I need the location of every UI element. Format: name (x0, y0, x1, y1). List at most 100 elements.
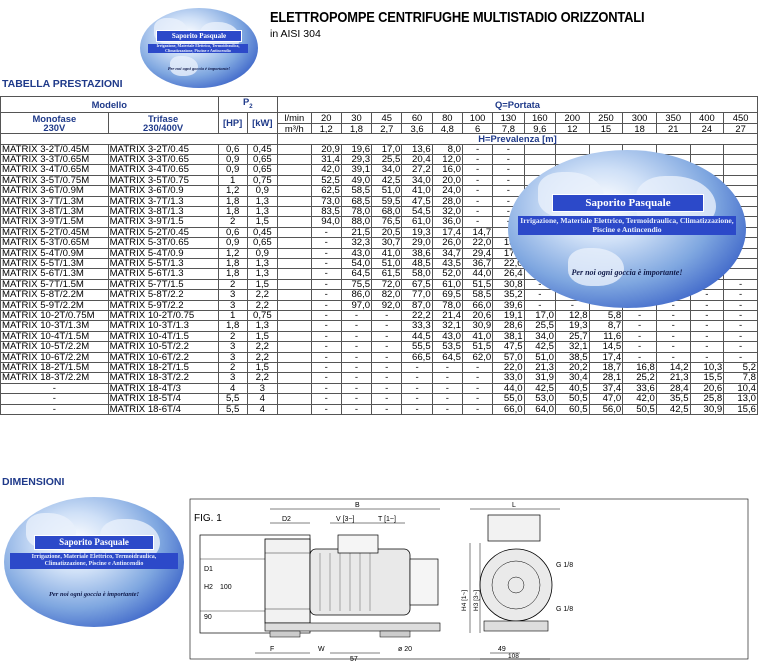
head-value: - (340, 362, 373, 374)
model-trifase: MATRIX 10-5T/2.2 (107, 341, 219, 353)
head-value: 32,0 (431, 205, 463, 218)
power-kw: 1,3 (246, 268, 278, 280)
flow-m3h: 12 (554, 122, 590, 135)
flow-lmin-250: 250 (588, 112, 624, 124)
head-value: 44,5 (401, 330, 433, 343)
power-hp: 2 (217, 278, 248, 291)
head-value: - (371, 309, 403, 322)
spacer-cell (276, 268, 312, 280)
head-value: - (689, 341, 725, 353)
model-trifase: MATRIX 18-4T/3 (107, 382, 219, 395)
head-value: 51,5 (461, 278, 494, 291)
model-monofase: MATRIX 3-3T/0.65M (0, 153, 109, 166)
head-value: 29,4 (461, 247, 494, 259)
head-value: 39,1 (340, 164, 373, 176)
head-value: - (689, 351, 725, 364)
head-value: - (340, 320, 373, 332)
head-value: 8,7 (588, 320, 624, 332)
model-trifase: MATRIX 3-7T/1.3 (107, 195, 219, 207)
label-57: 57 (350, 656, 358, 663)
head-value: - (431, 362, 463, 374)
head-value: - (523, 289, 556, 301)
head-value: 51,5 (461, 341, 494, 353)
head-value: - (340, 393, 373, 405)
head-value: 57,0 (492, 351, 525, 364)
head-value: - (622, 351, 657, 364)
head-value: - (340, 330, 373, 343)
label-t: T [1~] (378, 516, 396, 523)
head-value: - (492, 174, 525, 187)
head-value: 35,5 (655, 393, 691, 405)
head-value: 94,0 (310, 216, 342, 228)
head-value: 34,0 (523, 330, 556, 343)
model-trifase: MATRIX 3-6T/0.9 (107, 185, 219, 197)
flow-m3h: 24 (689, 122, 725, 135)
head-value: 38,5 (554, 351, 590, 364)
head-value: 20,0 (431, 174, 463, 187)
head-value: 30,9 (689, 403, 725, 416)
head-value: 30,4 (554, 372, 590, 384)
head-value: 36,7 (461, 257, 494, 270)
flow-lmin-200: 200 (554, 112, 590, 124)
head-value: 15,6 (723, 403, 758, 416)
label-g2: G 1/8 (556, 606, 573, 613)
power-kw: 1,5 (246, 330, 278, 343)
head-value: 78,0 (340, 205, 373, 218)
head-value: - (723, 299, 758, 312)
spacer-cell (276, 341, 312, 353)
spacer-cell (276, 330, 312, 343)
spacer-cell (276, 278, 312, 291)
spacer-cell (276, 299, 312, 312)
label-90: 90 (204, 614, 212, 621)
head-value: 29,0 (401, 237, 433, 249)
label-d2: D2 (282, 516, 291, 523)
lmin-label: l/min (276, 112, 312, 124)
head-value: 40,5 (554, 382, 590, 395)
head-value: 97,0 (340, 299, 373, 312)
head-value: - (310, 320, 342, 332)
model-header: Modello (0, 95, 219, 114)
model-monofase: MATRIX 3-7T/1.3M (0, 195, 109, 207)
head-value: 20,6 (461, 309, 494, 322)
flow-lmin-130: 130 (492, 112, 525, 124)
model-monofase: - (0, 382, 109, 395)
head-value: - (461, 153, 494, 166)
head-value: 25,5 (371, 153, 403, 166)
head-value: 31,9 (523, 372, 556, 384)
head-value: - (310, 237, 342, 249)
head-value: - (622, 320, 657, 332)
head-value: - (461, 174, 494, 187)
power-hp: 1,8 (217, 257, 248, 270)
head-value: 64,5 (340, 268, 373, 280)
head-value: 59,5 (371, 195, 403, 207)
model-trifase: MATRIX 3-2T/0.45 (107, 143, 219, 155)
head-value: 44,0 (461, 268, 494, 280)
head-value: 22,2 (401, 309, 433, 322)
spacer-cell (276, 153, 312, 166)
power-hp: 3 (217, 299, 248, 312)
power-kw: 0,9 (246, 247, 278, 259)
logo-slogan: Per noi ogni goccia è importante! (167, 66, 231, 71)
head-value: - (461, 143, 494, 155)
power-hp: 2 (217, 330, 248, 343)
model-trifase: MATRIX 18-2T/1.5 (107, 362, 219, 374)
flow-m3h: 15 (588, 122, 624, 135)
logo-small-services: Irrigazione, Materiale Elettrico, Termoi… (10, 553, 178, 569)
flow-m3h: 2,7 (371, 122, 403, 135)
power-kw: 2,2 (246, 351, 278, 364)
head-value: 92,0 (371, 299, 403, 312)
spacer-cell (276, 164, 312, 176)
head-value: 27,2 (401, 164, 433, 176)
head-value: 25,5 (523, 320, 556, 332)
logo-large-slogan: Per noi ogni goccia è importante! (571, 268, 683, 277)
spacer-cell (276, 393, 312, 405)
model-monofase: MATRIX 5-6T/1.3M (0, 268, 109, 280)
flow-lmin-300: 300 (622, 112, 657, 124)
head-value: 35,2 (492, 289, 525, 301)
head-value: 51,0 (523, 351, 556, 364)
spacer-cell (276, 309, 312, 322)
h-header: H=Prevalenza [m] (276, 133, 759, 145)
logo-small-name: Saporito Pasquale (34, 535, 154, 550)
